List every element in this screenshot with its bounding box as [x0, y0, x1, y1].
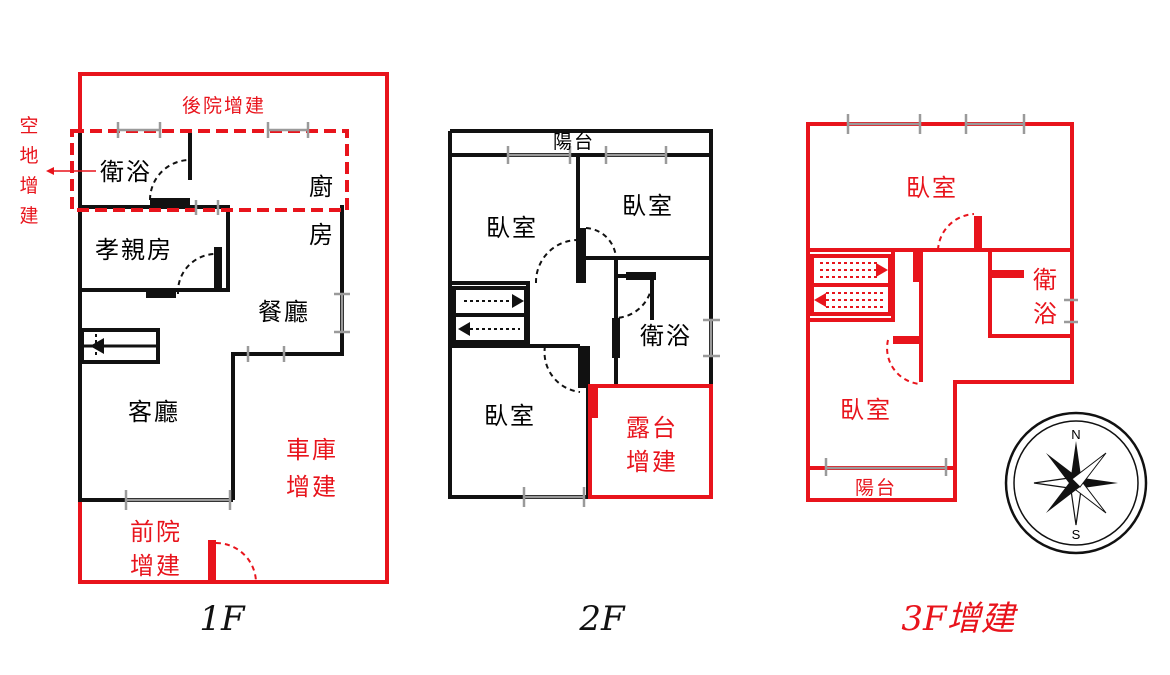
svg-text:增建: 增建: [626, 448, 678, 476]
bath-wall: [988, 250, 1072, 338]
label-kitchen: 廚 房: [309, 173, 335, 249]
door-swing: [937, 213, 975, 251]
svg-text:空: 空: [19, 115, 40, 137]
compass-icon: N S: [1004, 411, 1148, 555]
svg-text:露台: 露台: [626, 414, 678, 442]
svg-text:建: 建: [19, 205, 40, 227]
label-terrace-addition: 露台 增建: [626, 414, 678, 476]
windows: [506, 146, 720, 507]
label-bedroom-2f-ne: 臥室: [622, 192, 674, 220]
floor-2-plan: 陽台 臥室 臥室 衛浴 臥室 露台 增建 2F: [448, 129, 720, 639]
label-living: 客廳: [128, 398, 180, 426]
label-bedroom-2f-nw: 臥室: [486, 214, 538, 242]
door-swing: [585, 227, 617, 259]
door-leaf: [974, 216, 982, 250]
stairs: [452, 286, 528, 344]
label-backyard-addition: 後院增建: [182, 95, 266, 117]
label-frontyard-addition: 前院 增建: [130, 518, 182, 580]
door-swing: [149, 159, 191, 201]
door-leaf: [146, 290, 176, 298]
label-vacant-addition: 空 地 增 建: [19, 115, 40, 227]
door-leaf: [990, 270, 1024, 278]
door-leaf: [913, 252, 921, 282]
floor-3-plan: 臥室 衛 浴 臥室 陽台 3F增建: [806, 114, 1078, 639]
svg-text:增: 增: [19, 175, 40, 197]
floor-caption-1f: 1F: [199, 599, 246, 639]
stair-wall: [808, 250, 895, 322]
arrow-head: [46, 167, 54, 175]
label-dining: 餐廳: [258, 298, 310, 326]
label-bath-2f: 衛浴: [640, 322, 692, 350]
floor-caption-2f: 2F: [578, 599, 626, 639]
label-parents-room: 孝親房: [95, 236, 173, 264]
stairs: [80, 328, 160, 364]
windows: [116, 122, 350, 510]
svg-text:地: 地: [19, 145, 40, 167]
floor-3-outline: [806, 122, 1074, 502]
svg-text:前院: 前院: [130, 518, 182, 546]
windows: [824, 114, 1078, 476]
label-garage-addition: 車庫 增建: [286, 436, 338, 501]
door-leaf: [214, 247, 222, 290]
door-swing: [615, 275, 654, 319]
door-leaf: [578, 346, 586, 388]
svg-text:增建: 增建: [130, 552, 182, 580]
label-bedroom-2f-sw: 臥室: [484, 402, 536, 430]
floor-1-plan: 後院增建 空 地 增 建 衛浴 廚 房 孝親房 餐廳 客廳 車庫 增建 前院 增…: [19, 72, 389, 639]
door-leaf: [590, 386, 598, 418]
label-balcony-3f: 陽台: [855, 477, 897, 499]
door-swing: [534, 239, 579, 284]
door-leaf: [626, 272, 656, 280]
compass-north: N: [1071, 427, 1080, 442]
door-swing: [176, 253, 215, 295]
svg-text:衛: 衛: [1033, 266, 1059, 294]
label-bedroom-3f-top: 臥室: [906, 174, 958, 202]
door-swing: [886, 339, 921, 385]
door-swing: [215, 542, 257, 583]
door-leaf: [208, 540, 216, 582]
svg-text:浴: 浴: [1033, 300, 1059, 328]
door-leaf: [578, 228, 586, 283]
svg-text:廚: 廚: [309, 173, 335, 201]
label-balcony-2f: 陽台: [553, 131, 595, 153]
door-swing: [543, 345, 581, 393]
stairs: [810, 254, 892, 316]
svg-text:增建: 增建: [286, 473, 338, 501]
terrace-addition: [588, 384, 713, 499]
door-leaf: [150, 198, 190, 205]
label-bath-3f: 衛 浴: [1033, 266, 1059, 328]
svg-text:車庫: 車庫: [286, 436, 338, 464]
floor-caption-3f: 3F增建: [901, 599, 1018, 639]
svg-text:房: 房: [309, 221, 335, 249]
compass-south: S: [1072, 527, 1081, 542]
door-leaf: [893, 336, 921, 344]
bath-walls: [616, 274, 654, 320]
label-bedroom-3f-bottom: 臥室: [840, 396, 892, 424]
door-leaf: [612, 318, 620, 358]
label-bath-1f: 衛浴: [100, 158, 152, 186]
